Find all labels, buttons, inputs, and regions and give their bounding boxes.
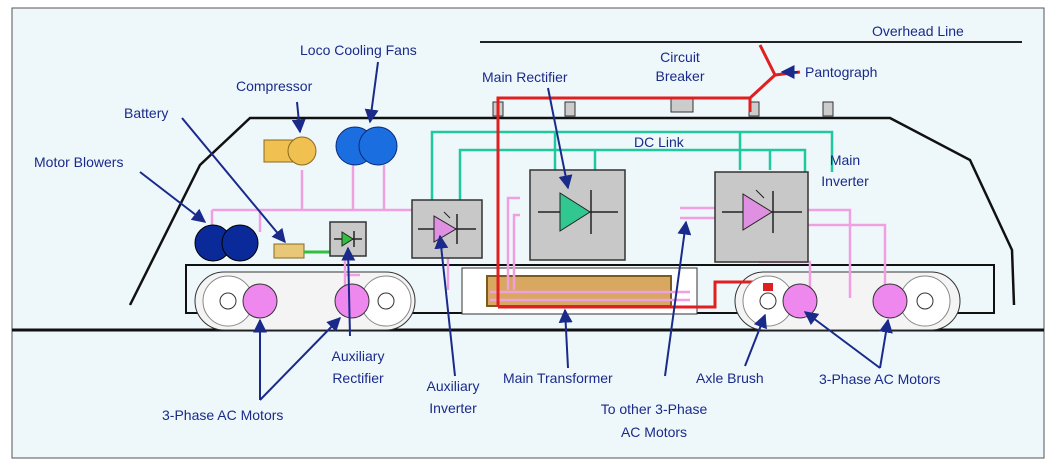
arrow-compressor (291, 101, 306, 134)
label-overhead-line: Overhead Line (872, 23, 964, 39)
right-wheel-set (742, 275, 951, 327)
label-aux-inverter-line2: Inverter (429, 400, 477, 416)
label-dc-link: DC Link (634, 134, 685, 150)
roof-insulator (564, 101, 576, 117)
motor-blower (221, 224, 259, 262)
arrow-main-transformer (558, 308, 573, 369)
arrow-motors-left-b (259, 316, 341, 401)
label-aux-inverter-line1: Auxiliary (427, 378, 480, 394)
label-pantograph: Pantograph (805, 64, 877, 80)
label-main-rectifier: Main Rectifier (482, 69, 568, 85)
arrow-main-rectifier (547, 87, 573, 190)
arrow-aux-inverter (434, 234, 456, 377)
arrow-battery (181, 117, 286, 244)
auxiliary-inverter (411, 199, 483, 259)
left-wheel-set (202, 275, 412, 327)
label-main-inverter-line1: Main (830, 152, 860, 168)
arrow-motors-right-a (803, 311, 881, 369)
arrow-other-motors (664, 220, 692, 377)
label-motors-right: 3-Phase AC Motors (819, 371, 940, 387)
label-circuit-breaker-line2: Breaker (655, 68, 704, 84)
arrow-cooling-fans (364, 61, 379, 124)
traction-motor (872, 283, 908, 319)
diagram-background (11, 7, 1045, 459)
arrow-axle-brush (744, 313, 767, 367)
label-main-transformer: Main Transformer (503, 370, 613, 386)
traction-motor (334, 283, 370, 319)
label-motors-left: 3-Phase AC Motors (162, 407, 283, 423)
label-other-motors-line1: To other 3-Phase (601, 401, 708, 417)
dc-link-wiring (430, 130, 834, 200)
arrow-aux-rectifier (341, 246, 356, 337)
label-aux-rectifier-line2: Rectifier (332, 370, 384, 386)
label-main-inverter-line2: Inverter (821, 173, 869, 189)
roof-insulator (670, 97, 694, 113)
main-rectifier (529, 169, 626, 261)
loco-body (128, 116, 1016, 306)
battery (273, 243, 305, 259)
compressor (263, 136, 317, 166)
cooling-fan (358, 126, 398, 166)
label-loco-cooling-fans: Loco Cooling Fans (300, 42, 417, 58)
axle-brush (763, 283, 773, 291)
label-circuit-breaker-line1: Circuit (660, 49, 700, 65)
label-motor-blowers: Motor Blowers (34, 154, 123, 170)
roof-insulator (822, 101, 834, 117)
arrow-motor-blowers (139, 171, 207, 223)
label-axle-brush: Axle Brush (696, 370, 764, 386)
arrow-motors-right-b (879, 318, 893, 369)
traction-motor (242, 283, 278, 319)
label-other-motors-line2: AC Motors (621, 424, 687, 440)
auxiliary-ac-wiring (210, 165, 887, 302)
label-compressor: Compressor (236, 78, 313, 94)
label-aux-rectifier-line1: Auxiliary (332, 348, 385, 364)
label-battery: Battery (124, 105, 168, 121)
traction-motor (782, 283, 818, 319)
main-inverter (714, 171, 809, 263)
